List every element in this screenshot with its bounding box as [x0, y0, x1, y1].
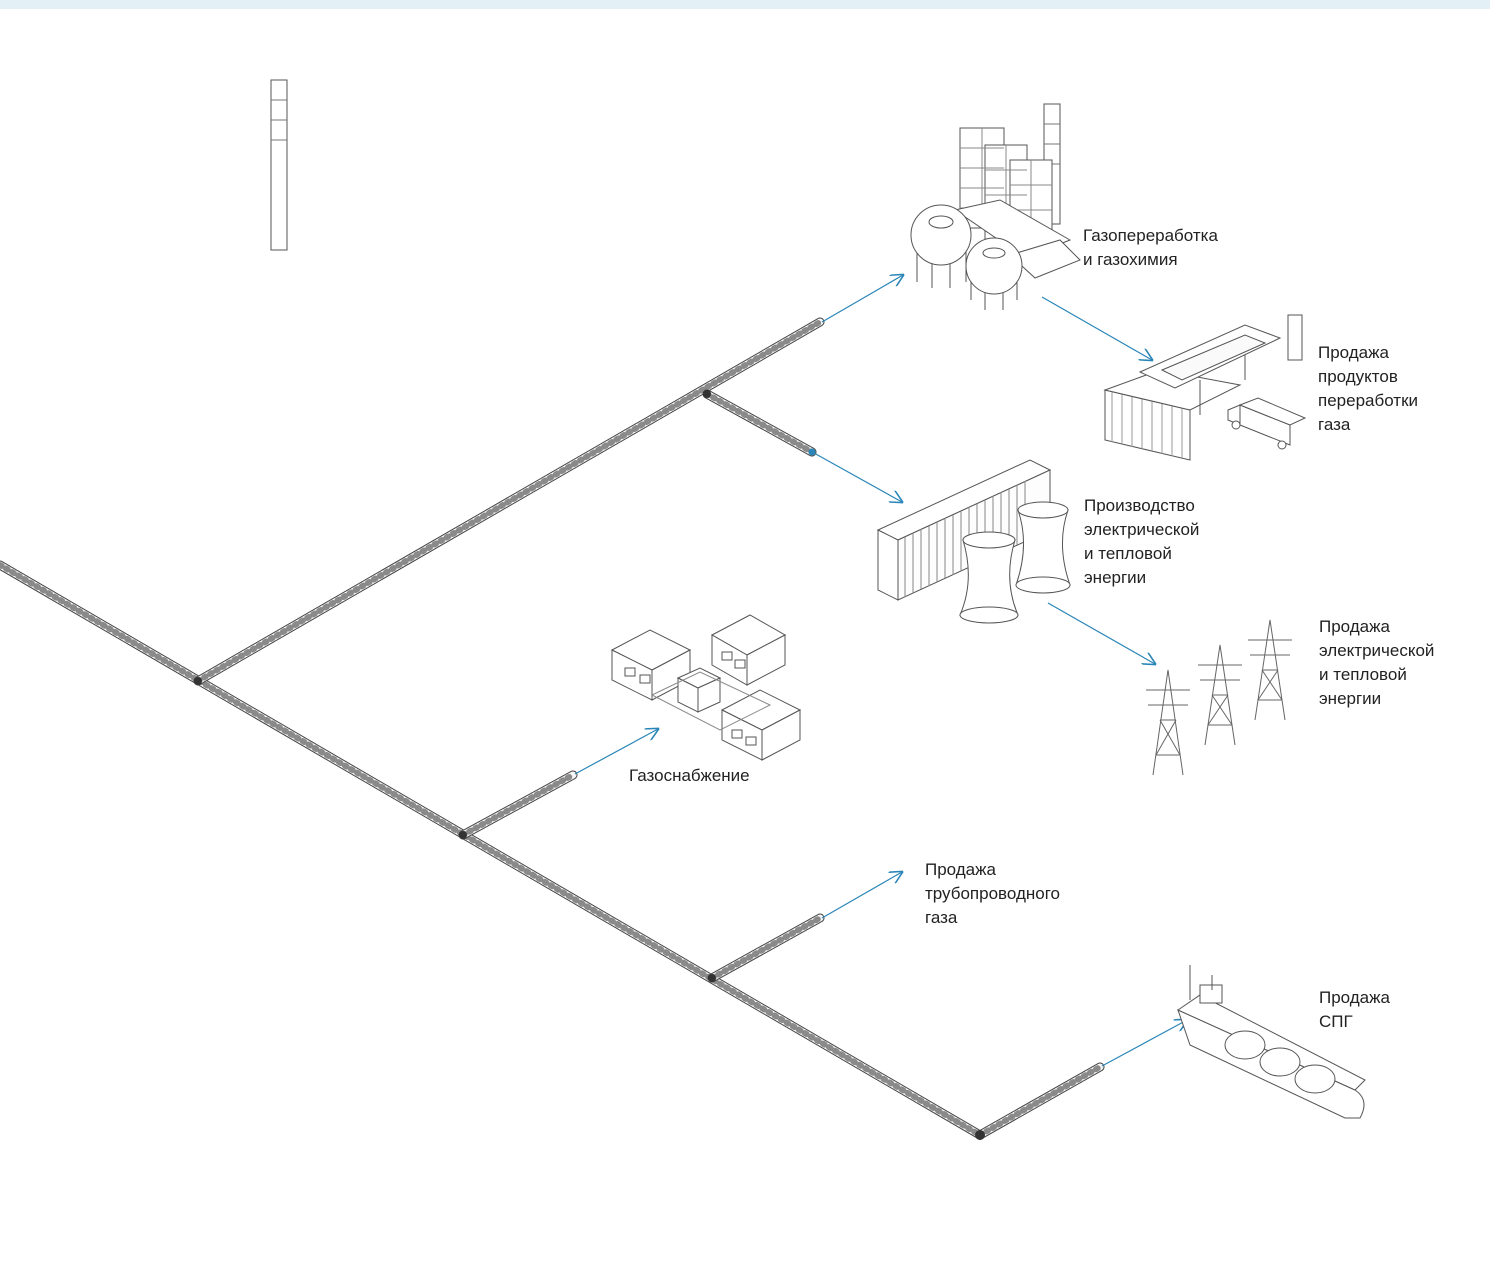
power-branch-pipeline: [702, 389, 817, 457]
arrow-to-pipeline-sale: [821, 872, 902, 919]
pipelines: [0, 317, 1105, 1141]
upper-branch-pipeline: [193, 317, 825, 686]
filling-station-icon: [1103, 314, 1307, 461]
top-strip: [0, 0, 1490, 9]
lng-tanker-icon: [1176, 965, 1366, 1119]
label-gas-processing: Газопереработка и газохимия: [1083, 226, 1218, 269]
gas-processing-plant-icon: [270, 79, 1081, 310]
label-power-production: Производство электрической и тепловой эн…: [1084, 496, 1200, 587]
arrow-to-processing: [821, 275, 903, 323]
main-pipeline: [0, 560, 1105, 1141]
pipeline-sale-branch-pipeline: [707, 913, 825, 983]
label-power-sale: Продажа электрической и тепловой энергии: [1319, 617, 1435, 708]
label-lng-sale: Продажа СПГ: [1319, 988, 1390, 1031]
arrow-to-power-sale: [1047, 602, 1155, 664]
power-plant-icon: [876, 459, 1071, 624]
label-pipeline-sale: Продажа трубопроводного газа: [925, 860, 1061, 927]
label-gas-supply: Газоснабжение: [629, 766, 750, 785]
arrow-to-power-production: [813, 452, 902, 502]
label-products-sale: Продажа продуктов переработки газа: [1318, 343, 1419, 434]
flow-arrows: [574, 275, 1187, 1067]
pipe-joints: [194, 390, 985, 1140]
gas-supply-branch-pipeline: [458, 770, 578, 840]
transmission-towers-icon: [1146, 619, 1292, 776]
arrow-to-lng: [1101, 1020, 1187, 1067]
arrow-to-products: [1041, 296, 1152, 360]
houses-icon: [610, 614, 802, 761]
arrow-to-gas-supply: [574, 729, 658, 775]
